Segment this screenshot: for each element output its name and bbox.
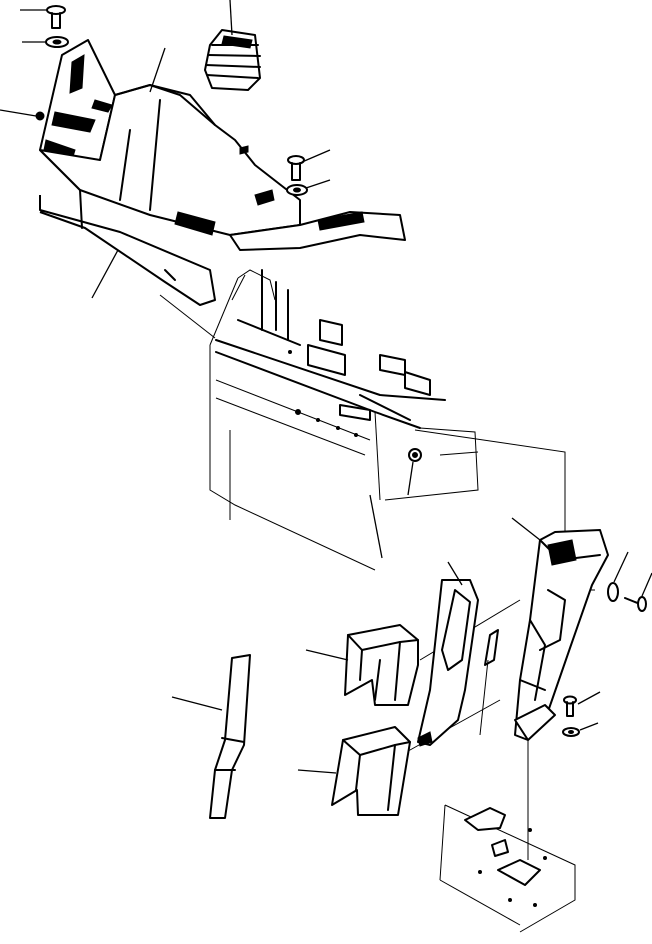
clip <box>479 629 499 736</box>
filler-block-lower <box>331 726 411 816</box>
upper-console-cover <box>39 39 406 306</box>
washer-icon <box>562 727 580 737</box>
bolt-icon <box>563 695 577 717</box>
nut-icon <box>35 111 45 121</box>
side-cover-right <box>514 529 609 741</box>
filler-block-upper <box>344 624 419 706</box>
washer-icon <box>286 184 308 196</box>
lever-boot <box>204 29 261 91</box>
bolt-icon <box>287 155 305 181</box>
trim-strip <box>209 654 251 819</box>
side-plate <box>417 579 479 747</box>
floor-plate <box>439 804 576 933</box>
callout-leaders <box>0 0 652 774</box>
washer-icon <box>45 36 69 48</box>
bolt-icon <box>46 5 66 29</box>
bolt-icon <box>624 596 647 612</box>
washer-icon <box>607 582 619 602</box>
fasteners-right <box>562 582 647 737</box>
console-frame <box>209 269 479 571</box>
nut-icon <box>408 448 422 462</box>
